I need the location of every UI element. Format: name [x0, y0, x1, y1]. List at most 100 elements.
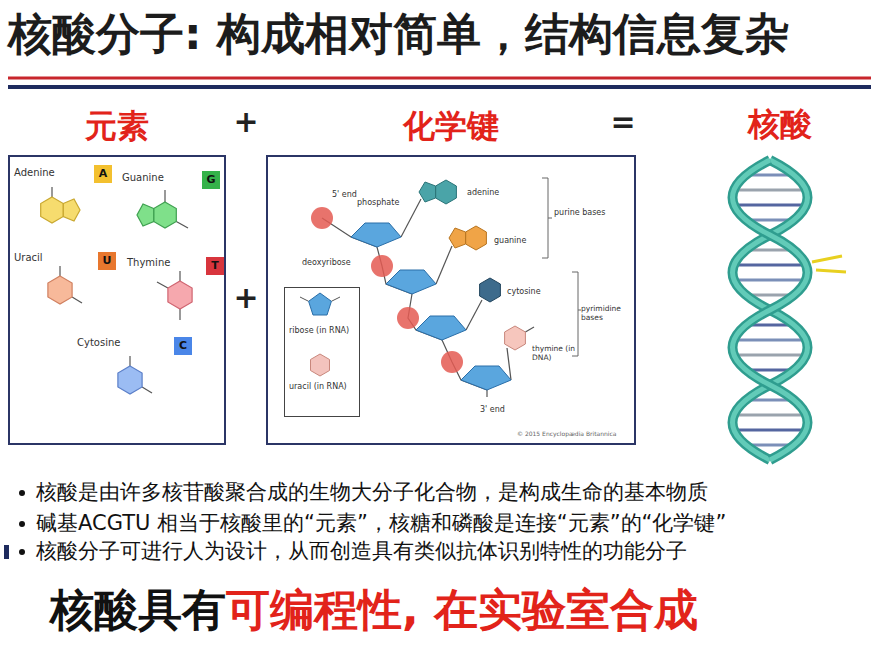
panel-box: 元素AdenineGuanineUracilThymineCytosineAGU…	[8, 155, 226, 445]
slogan-text: 可编程性, 在实验室合成	[226, 584, 698, 637]
dna-helix	[816, 270, 846, 272]
dna-helix	[733, 160, 808, 460]
bullet-text: 碱基ACGTU 相当于核酸里的“元素”，核糖和磷酸是连接“元素”的“化学键”	[36, 511, 726, 536]
base-structures	[51, 187, 52, 197]
nucleotide-chain	[351, 223, 401, 247]
dna-helix	[734, 279, 806, 282]
operator-symbol: +	[231, 280, 261, 316]
base-badge: A	[94, 165, 112, 183]
molecule-name: Cytosine	[77, 337, 120, 349]
bullet-mark	[4, 545, 9, 559]
nucleotide-chain	[461, 366, 511, 390]
title-rule	[8, 78, 871, 87]
diagram-label: ribose (in RNA)	[289, 326, 357, 336]
diagram-label: guanine	[494, 236, 526, 246]
bullet-mark	[19, 549, 25, 555]
diagram-label: adenine	[467, 188, 499, 198]
bullet-text: 核酸是由许多核苷酸聚合成的生物大分子化合物，是构成生命的基本物质	[36, 480, 708, 505]
bullet-text: 核酸分子可进行人为设计，从而创造具有类似抗体识别特性的功能分子	[36, 539, 687, 564]
nucleotide-chain	[419, 182, 436, 202]
base-structures	[72, 297, 82, 303]
dna-helix	[734, 354, 806, 357]
nucleotide-chain	[436, 180, 457, 204]
diagram-label: deoxyribose	[302, 258, 351, 268]
nucleotide-chain	[441, 351, 463, 373]
nucleotide-chain	[311, 207, 333, 229]
base-badge: U	[98, 252, 116, 270]
diagram-label: phosphate	[357, 198, 399, 208]
base-badge: G	[202, 171, 220, 189]
dna-helix	[733, 160, 808, 460]
panel-box: 化学键5' endphosphateadeninedeoxyriboseguan…	[266, 155, 636, 445]
base-structures	[179, 309, 180, 320]
dna-helix	[812, 256, 842, 262]
bullet-mark	[19, 490, 25, 496]
diagram-label: thymine (in DNA)	[532, 344, 576, 362]
dna-helix	[734, 264, 806, 267]
dna-helix	[734, 414, 806, 417]
diagram-label: 5' end	[332, 190, 357, 200]
base-badge: T	[206, 257, 224, 275]
base-letter: C	[179, 339, 187, 352]
molecule-name: Thymine	[127, 257, 170, 269]
base-structures	[157, 282, 168, 288]
base-structures	[41, 197, 64, 223]
base-letter: T	[211, 259, 219, 272]
base-badge: C	[174, 337, 192, 355]
title-rule	[8, 85, 871, 89]
nucleotide-chain	[371, 255, 393, 277]
base-structures	[41, 187, 192, 394]
base-structures	[137, 204, 154, 226]
nucleotide-chain	[401, 199, 421, 237]
dna-helix	[733, 160, 847, 460]
molecule-name: Uracil	[14, 252, 43, 264]
base-structures	[179, 271, 180, 281]
operator-symbol: =	[608, 104, 638, 140]
nucleotide-chain	[309, 293, 332, 315]
inset-box: ribose (in RNA) uracil (in RNA)	[284, 287, 360, 417]
base-structures	[142, 387, 152, 393]
bullet-mark	[19, 521, 25, 527]
diagram-label: uracil (in RNA)	[289, 382, 357, 392]
nucleotide-chain	[300, 297, 309, 301]
base-structures	[129, 356, 130, 366]
operator-symbol: +	[231, 104, 261, 140]
dna-helix	[734, 339, 806, 342]
section-heading: 核酸	[725, 105, 835, 143]
nucleotide-chain	[397, 307, 419, 329]
dna-helix	[733, 160, 808, 460]
nucleotide-chain	[572, 272, 581, 356]
nucleotide-chain	[525, 327, 534, 332]
nucleotide-chain	[507, 348, 511, 380]
slogan-text: 核酸具有	[50, 584, 226, 637]
slide-title: 核酸分子: 构成相对简单，结构信息复杂	[8, 8, 789, 61]
nucleotide-chain	[466, 300, 482, 330]
bullet-mark	[4, 490, 25, 559]
base-letter: U	[103, 254, 112, 267]
base-structures	[118, 366, 142, 394]
dna-helix	[734, 429, 806, 432]
nucleotide-chain	[505, 326, 526, 350]
dna-helix	[734, 189, 806, 192]
panel-heading: 元素	[10, 107, 224, 145]
nucleotide-chain	[480, 278, 501, 302]
nucleotide-chain	[311, 354, 330, 376]
molecule-name: Guanine	[122, 172, 164, 184]
base-structures	[63, 199, 80, 221]
diagram-label: purine bases	[554, 208, 614, 218]
nucleotide-chain	[542, 178, 552, 258]
base-letter: G	[206, 173, 215, 186]
nucleotide-chain	[416, 316, 466, 340]
diagram-label: cytosine	[507, 287, 541, 297]
base-structures	[48, 276, 72, 304]
nucleotide-chain	[436, 246, 452, 284]
base-structures	[164, 190, 165, 202]
base-letter: A	[99, 167, 108, 180]
title-rule	[8, 77, 871, 80]
nucleotide-chain	[322, 218, 487, 397]
nucleotide-chain	[466, 226, 487, 250]
diagram-label: 3' end	[480, 405, 505, 415]
diagram-label: pyrimidine bases	[581, 304, 633, 322]
dna-helix	[734, 204, 806, 207]
